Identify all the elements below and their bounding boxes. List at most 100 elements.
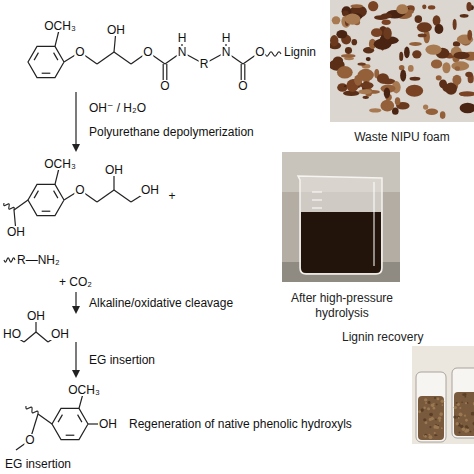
atom-label: OCH₃ — [67, 384, 101, 396]
powder-grain — [464, 396, 466, 398]
step-label: Regeneration of native phenolic hydroxyl… — [128, 418, 353, 430]
atom-label: OH — [98, 418, 118, 430]
aromatic-bond — [78, 415, 82, 422]
foam-piece — [333, 56, 343, 64]
benzene-ring — [28, 46, 64, 77]
powder-grain — [436, 434, 438, 436]
powder-grain — [458, 431, 460, 433]
powder-grain — [429, 413, 432, 416]
powder-grain — [473, 402, 474, 406]
foam-piece — [368, 1, 378, 11]
arrow-head — [72, 370, 80, 378]
bond-line — [38, 414, 52, 424]
arrow-head — [72, 144, 80, 152]
foam-piece — [412, 50, 421, 58]
reaction-arrow — [75, 292, 76, 308]
powder-grain — [438, 416, 442, 420]
powder-grain — [424, 398, 427, 401]
powder-grain — [434, 432, 436, 434]
foam-piece — [336, 30, 347, 38]
powder-grain — [454, 406, 457, 409]
powder-grain — [464, 415, 466, 417]
foam-piece — [357, 62, 365, 65]
wavy-bond — [265, 52, 281, 56]
foam-piece — [452, 75, 461, 85]
foam-photo — [330, 0, 474, 122]
powder-grain — [458, 417, 460, 419]
bond-line — [14, 200, 28, 210]
atom-label: O — [74, 46, 85, 58]
graduation-mark — [312, 200, 322, 201]
benzene-ring — [52, 408, 88, 439]
beaker-photo — [282, 152, 400, 282]
powder-grain — [467, 427, 469, 429]
foam-piece — [417, 22, 432, 32]
atom-label: R — [199, 58, 210, 70]
arrow-head — [72, 306, 80, 314]
foam-piece — [341, 54, 356, 58]
foam-piece — [436, 75, 442, 80]
bond-line — [24, 332, 36, 342]
foam-piece — [399, 65, 405, 70]
foam-piece — [435, 24, 444, 34]
beaker-glass — [298, 176, 382, 274]
powder-grain — [464, 430, 467, 433]
photo-panel: Lignin recovery — [336, 328, 474, 448]
foam-piece — [350, 4, 363, 8]
powder-grain — [434, 397, 436, 399]
atom-label: O — [237, 80, 248, 92]
wavy-bond — [4, 203, 14, 210]
foam-piece — [345, 14, 361, 25]
bond-group — [4, 26, 281, 450]
photo-panel: Waste NIPU foam — [330, 0, 474, 148]
aromatic-bond — [54, 191, 58, 198]
foam-piece — [337, 83, 347, 92]
foam-piece — [352, 39, 358, 45]
foam-piece — [330, 35, 338, 46]
powder-grain — [436, 403, 438, 405]
powder-grain — [441, 427, 443, 429]
powder-grain — [455, 422, 458, 425]
photo-panel: After high-pressure hydrolysis — [280, 150, 404, 326]
powder-grain — [457, 403, 460, 406]
powder-grain — [439, 412, 443, 416]
atom-label: + — [167, 190, 176, 202]
powder-grain — [465, 419, 468, 422]
powder-grain — [427, 407, 430, 410]
foam-piece — [455, 66, 460, 71]
foam-piece — [423, 105, 428, 110]
foam-piece — [400, 70, 406, 82]
reaction-arrow — [75, 342, 76, 372]
lignin-powder — [454, 392, 474, 436]
step-label: EG insertion — [4, 458, 72, 470]
powder-grain — [418, 410, 421, 413]
powder-grain — [473, 422, 474, 426]
photo-group — [282, 0, 474, 444]
foam-piece — [467, 30, 472, 41]
powder-grain — [423, 407, 425, 409]
foam-piece — [459, 91, 474, 96]
step-label: Polyurethane depolymerization — [88, 126, 255, 138]
atom-label: OH — [104, 164, 124, 176]
foam-piece — [465, 72, 472, 77]
graduation-mark — [312, 208, 322, 209]
powder-grain — [459, 412, 463, 416]
powder-grain — [424, 434, 427, 437]
atom-label: Lignin — [283, 46, 317, 58]
foam-piece — [442, 84, 456, 93]
foam-piece — [409, 77, 420, 81]
atom-label: OH — [50, 328, 70, 340]
atom-label: O — [159, 80, 170, 92]
foam-piece — [361, 82, 374, 89]
aromatic-bond — [58, 415, 62, 422]
powder-grain — [457, 416, 460, 419]
powder-grain — [441, 404, 443, 406]
powder-grain — [429, 413, 433, 417]
foam-piece — [451, 61, 469, 70]
bond-line — [97, 190, 114, 202]
foam-piece — [431, 59, 442, 68]
powder-grain — [462, 428, 465, 431]
powder-grain — [429, 426, 431, 428]
foam-piece — [380, 100, 394, 112]
atom-label: + CO₂ — [58, 276, 93, 288]
